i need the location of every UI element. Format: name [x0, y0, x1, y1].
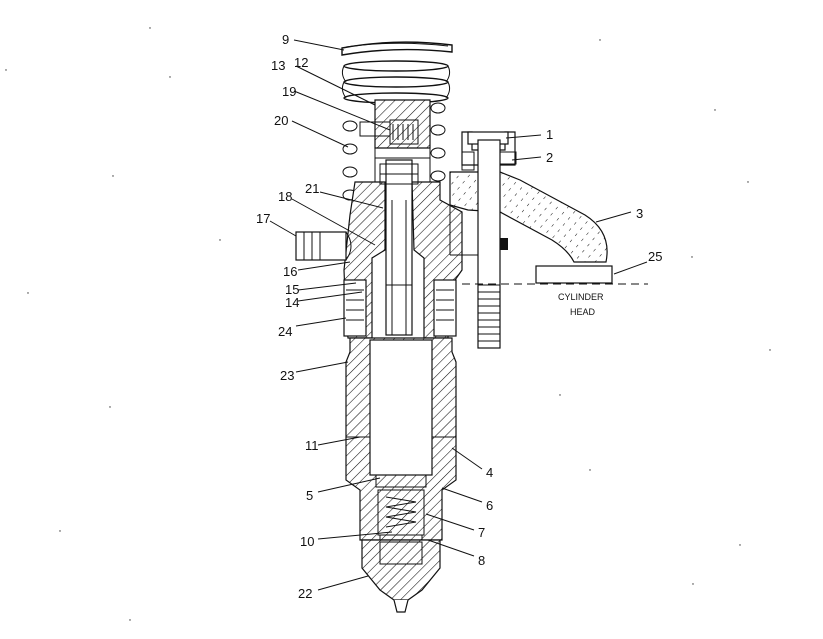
- callout-24: 24: [278, 324, 292, 339]
- callout-18: 18: [278, 189, 292, 204]
- callout-20: 20: [274, 113, 288, 128]
- callout-2: 2: [546, 150, 553, 165]
- callout-labels: 9 13 12 19 20 21 18 17 16 15 14 24 23 11…: [256, 32, 662, 601]
- callout-3: 3: [636, 206, 643, 221]
- callout-16: 16: [283, 264, 297, 279]
- callout-12: 12: [294, 55, 308, 70]
- barrel-and-nut: [345, 337, 457, 613]
- rocker-arm: [449, 131, 648, 349]
- cylinder-head-caption-line1: CYLINDER: [558, 292, 604, 302]
- callout-10: 10: [300, 534, 314, 549]
- callout-6: 6: [486, 498, 493, 513]
- callout-21: 21: [305, 181, 319, 196]
- injector-body: [295, 159, 463, 339]
- callout-17: 17: [256, 211, 270, 226]
- callout-11: 11: [305, 438, 319, 453]
- callout-8: 8: [478, 553, 485, 568]
- callout-13: 13: [271, 58, 285, 73]
- callout-25: 25: [648, 249, 662, 264]
- callout-14: 14: [285, 295, 299, 310]
- leader-lines: [269, 39, 648, 591]
- callout-15: 15: [285, 282, 299, 297]
- callout-23: 23: [280, 368, 294, 383]
- cylinder-head-caption-line2: HEAD: [570, 307, 596, 317]
- callout-22: 22: [298, 586, 312, 601]
- callout-19: 19: [282, 84, 296, 99]
- scan-specks: [5, 27, 771, 621]
- callout-4: 4: [486, 465, 493, 480]
- follower-spring: [341, 41, 453, 201]
- callout-7: 7: [478, 525, 485, 540]
- callout-9: 9: [282, 32, 289, 47]
- callout-1: 1: [546, 127, 553, 142]
- callout-5: 5: [306, 488, 313, 503]
